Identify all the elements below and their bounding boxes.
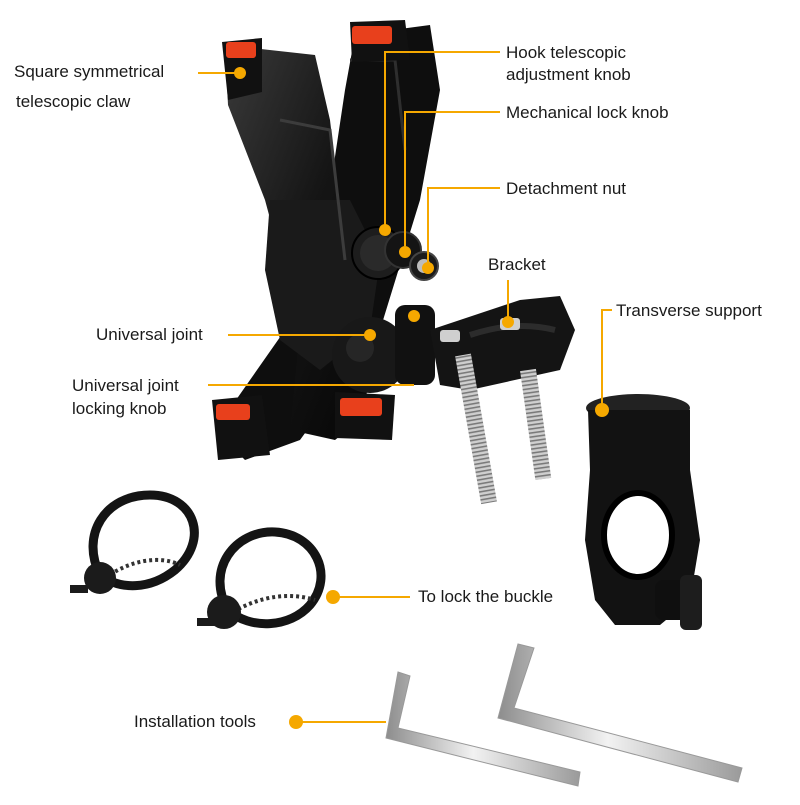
label-detach-nut: Detachment nut <box>506 179 627 198</box>
universal-joint-locking-knob <box>395 305 435 385</box>
label-square-claw-2: telescopic claw <box>16 92 131 111</box>
label-uj-lock-2: locking knob <box>72 399 167 418</box>
hex-key-large <box>497 643 743 783</box>
dot-square-claw <box>234 67 246 79</box>
label-bracket: Bracket <box>488 255 546 274</box>
bracket-clamp <box>430 296 575 390</box>
label-transverse: Transverse support <box>616 301 762 320</box>
label-tools: Installation tools <box>134 712 256 731</box>
dot-buckle <box>326 590 340 604</box>
dot-bracket <box>502 316 514 328</box>
label-universal-joint: Universal joint <box>96 325 203 344</box>
pad-bottom-left <box>216 404 250 420</box>
hex-key-small <box>385 671 581 787</box>
callout-dots <box>234 67 609 729</box>
label-hook-knob-1: Hook telescopic <box>506 43 627 62</box>
bolt-left <box>455 353 497 505</box>
label-mech-lock: Mechanical lock knob <box>506 103 669 122</box>
pad-top-right <box>352 26 392 44</box>
pad-bottom-right <box>340 398 382 416</box>
phone-holder <box>212 20 575 505</box>
dot-universal-joint <box>364 329 376 341</box>
strap-right <box>197 527 326 629</box>
strap-left <box>70 490 199 594</box>
dot-tools <box>289 715 303 729</box>
callout-lines <box>198 51 612 723</box>
dot-mech-lock <box>399 246 411 258</box>
dot-detach-nut <box>422 262 434 274</box>
pad-top-left <box>226 42 256 58</box>
label-hook-knob-2: adjustment knob <box>506 65 631 84</box>
label-uj-lock-1: Universal joint <box>72 376 179 395</box>
label-square-claw-1: Square symmetrical <box>14 62 165 81</box>
dot-hook-knob <box>379 224 391 236</box>
dot-transverse <box>595 403 609 417</box>
transverse-support <box>585 394 702 630</box>
dot-uj-lock <box>408 310 420 322</box>
bolt-right <box>520 368 552 481</box>
label-buckle: To lock the buckle <box>418 587 554 606</box>
